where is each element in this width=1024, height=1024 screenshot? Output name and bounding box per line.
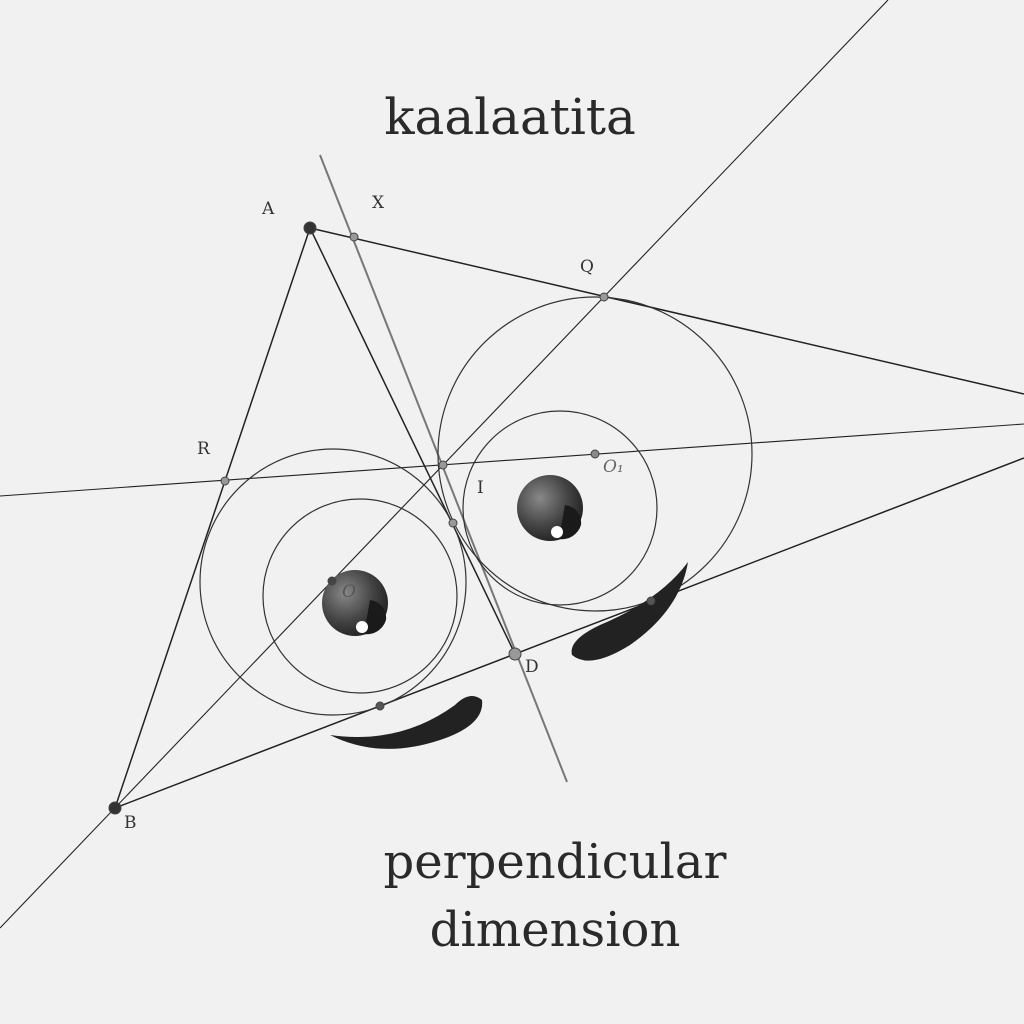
point-x <box>349 232 359 242</box>
mouth-right <box>571 562 688 661</box>
point-o1 <box>590 449 600 459</box>
label-b: B <box>124 813 137 833</box>
point-a <box>303 221 317 235</box>
label-o1: O₁ <box>603 457 624 477</box>
line-ad <box>309 227 516 655</box>
title: kaalaatita <box>384 88 636 146</box>
circle-left-inner <box>262 498 458 694</box>
line-a-q <box>309 227 1024 395</box>
label-d: D <box>525 657 539 677</box>
point-q <box>599 292 609 302</box>
circle-right-outer <box>437 296 753 612</box>
circle-left-outer <box>199 448 467 716</box>
point-tangent-left <box>375 701 385 711</box>
label-o: O <box>342 582 356 602</box>
right-eye <box>517 475 583 541</box>
label-i: I <box>477 478 484 498</box>
circle-right-inner <box>462 410 658 606</box>
line-b-d <box>114 457 1024 809</box>
point-r <box>220 476 230 486</box>
mouth-left <box>330 696 483 749</box>
point-o <box>327 576 337 586</box>
point-i <box>438 460 448 470</box>
subtitle-line-1: perpendicular <box>384 834 727 890</box>
label-r: R <box>197 439 211 459</box>
point-d <box>508 647 522 661</box>
label-x: X <box>372 193 385 213</box>
point-b <box>108 801 122 815</box>
subtitle-line-2: dimension <box>430 902 681 958</box>
line-r-o1 <box>0 423 1024 497</box>
line-ab <box>114 227 311 809</box>
left-eye <box>322 570 388 636</box>
point-ad <box>448 518 458 528</box>
point-tangent-right <box>646 596 656 606</box>
label-q: Q <box>580 257 594 277</box>
label-a: A <box>261 199 275 219</box>
